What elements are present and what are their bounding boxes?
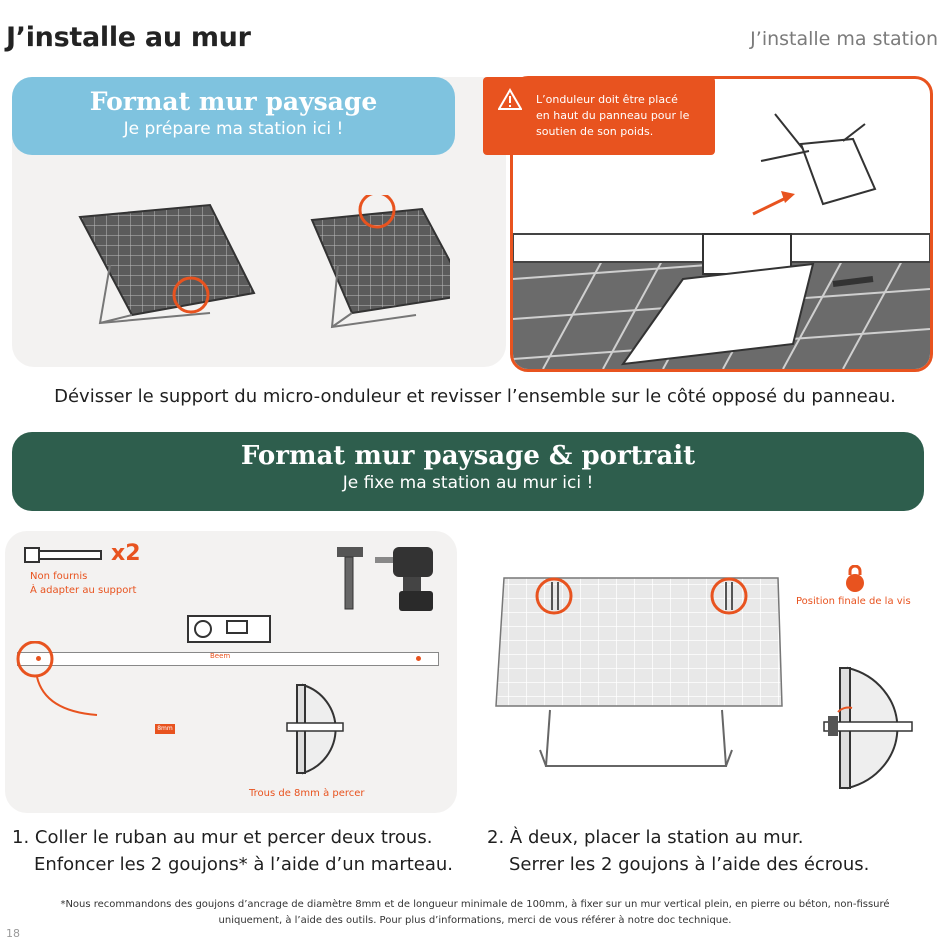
final-position-label: Position finale de la vis [796,596,911,607]
landscape-banner: Format mur paysage Je prépare ma station… [12,77,455,155]
step-1-number: 1. [12,827,30,848]
landscape-caption: Dévisser le support du micro-onduleur et… [54,386,896,407]
step-1-line-1: Coller le ruban au mur et percer deux tr… [34,827,433,848]
warning-line-1: L’onduleur doit être placé [536,93,678,106]
landscape-banner-title: Format mur paysage [89,87,378,116]
lock-pin-icon [846,565,864,592]
solar-panel-1 [78,203,256,325]
step-2-line-1: À deux, placer la station au mur. [509,827,804,848]
portrait-banner-title: Format mur paysage & portrait [240,441,696,471]
final-screw-drawing [823,666,913,790]
step-1: 1. Coller le ruban au mur et percer deux… [12,824,453,878]
tape-strip: Beem [17,652,439,666]
adapt-label: À adapter au support [30,585,137,596]
kit-panel: x2 Non fournis À adapter au support Beem… [5,531,457,813]
tools-icon [337,547,433,611]
tape-mark-left [36,656,41,661]
page-title: J’installe au mur [6,22,251,53]
step-2: 2. À deux, placer la station au mur. Ser… [487,824,869,878]
section-label: J’installe ma station [750,28,938,50]
tape-mark-right [416,656,421,661]
highlight-circle-left [535,577,573,615]
holes-label: Trous de 8mm à percer [249,788,365,799]
warning-line-2: en haut du panneau pour le [536,109,690,122]
wall-anchor-drawing [286,683,344,775]
inverter-drawing [513,113,930,369]
step-2-line-2: Serrer les 2 goujons à l’aide des écrous… [509,854,870,875]
footnote-line-1: *Nous recommandons des goujons d’ancrage… [60,899,890,910]
warning-line-3: soutien de son poids. [536,125,654,138]
level-icon [187,615,271,643]
step-1-line-2: Enfoncer les 2 goujons* à l’aide d’un ma… [34,854,454,875]
step-2-number: 2. [487,827,505,848]
portrait-banner-subtitle: Je fixe ma station au mur ici ! [342,473,594,493]
highlight-circle-1 [172,276,210,314]
highlight-circle-2 [358,195,396,229]
warning-icon [498,88,522,110]
quantity-label: x2 [111,541,141,566]
mounted-station-drawing [495,577,783,767]
portrait-banner: Format mur paysage & portrait Je fixe ma… [12,432,924,511]
warning-box: L’onduleur doit être placé en haut du pa… [483,77,715,155]
page-number: 18 [6,927,20,940]
drill-size-tag: 8mm [155,724,175,734]
panel-illustrations [78,195,450,329]
anchor-bolt-icon [24,547,102,563]
landscape-banner-subtitle: Je prépare ma station ici ! [123,119,344,139]
highlight-circle-right [710,577,748,615]
footnote: *Nous recommandons des goujons d’ancrage… [0,897,950,929]
not-provided-label: Non fournis [30,571,88,582]
solar-panel-2 [310,207,450,329]
tape-brand-label: Beem [210,652,231,660]
zoom-lines [16,641,98,716]
footnote-line-2: uniquement, à l’aide des outils. Pour pl… [218,915,732,926]
